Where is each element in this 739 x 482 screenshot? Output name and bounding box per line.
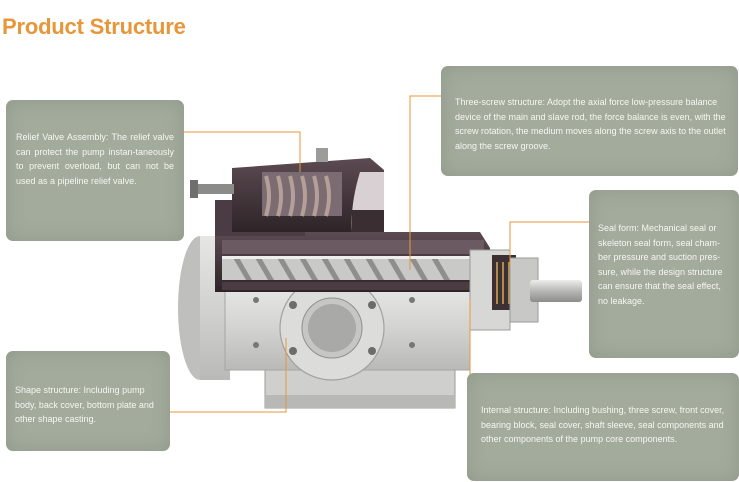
callout-three-screw-text: Three-screw structure: Adopt the axial f… <box>455 97 726 151</box>
callout-internal-structure: Internal structure: Including bushing, t… <box>467 373 739 481</box>
callout-three-screw: Three-screw structure: Adopt the axial f… <box>441 66 738 176</box>
callout-seal-form-text: Seal form: Mechanical seal or skeleton s… <box>598 223 723 306</box>
callout-internal-structure-text: Internal structure: Including bushing, t… <box>481 405 725 444</box>
page-title: Product Structure <box>2 14 186 39</box>
callout-relief-valve: Relief Valve Assembly: The relief valve … <box>6 100 184 241</box>
callout-shape-structure-text: Shape structure: Including pump body, ba… <box>15 385 154 424</box>
callout-relief-valve-text: Relief Valve Assembly: The relief valve … <box>16 132 174 186</box>
callout-seal-form: Seal form: Mechanical seal or skeleton s… <box>589 190 739 358</box>
callout-shape-structure: Shape structure: Including pump body, ba… <box>6 351 170 451</box>
